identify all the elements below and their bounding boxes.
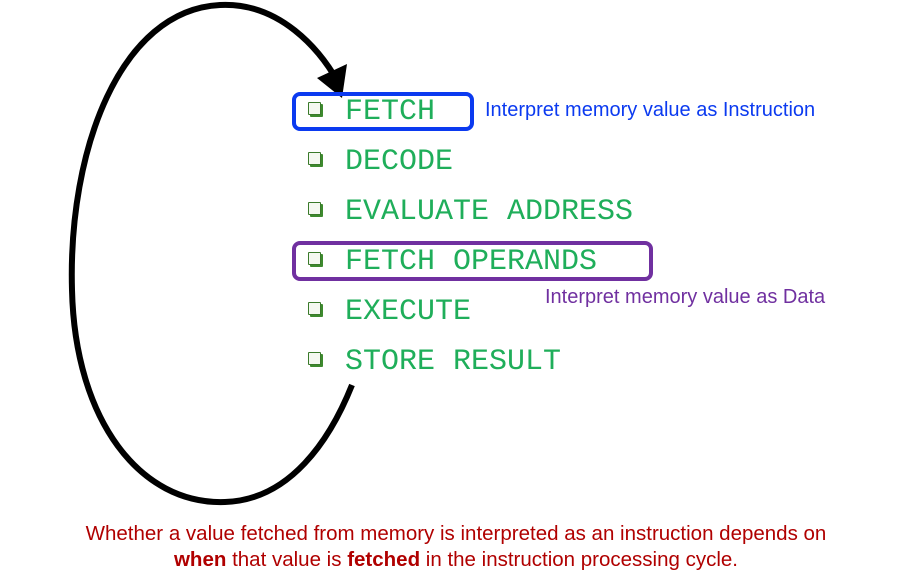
hollow-square-bullet-icon — [308, 201, 321, 215]
step-label: DECODE — [345, 145, 454, 179]
annotation-instruction: Interpret memory value as Instruction — [485, 99, 816, 121]
caption: Whether a value fetched from memory is i… — [0, 521, 912, 573]
hollow-square-bullet-icon — [308, 101, 321, 115]
caption-text: that value is — [226, 548, 348, 571]
step-fetch: FETCH — [308, 97, 435, 127]
caption-line-2: when that value is fetched in the instru… — [0, 547, 912, 573]
step-decode: DECODE — [308, 147, 453, 177]
step-fetch-operands: FETCH OPERANDS — [308, 247, 597, 277]
arrowhead-icon — [317, 64, 347, 98]
caption-text: in the instruction processing cycle. — [420, 548, 738, 571]
step-label: FETCH OPERANDS — [345, 245, 598, 279]
loop-arrow-curve — [68, 1, 355, 506]
step-label: EVALUATE ADDRESS — [345, 195, 634, 229]
step-evaluate-address: EVALUATE ADDRESS — [308, 197, 633, 227]
step-store-result: STORE RESULT — [308, 347, 561, 377]
step-label: STORE RESULT — [345, 345, 562, 379]
hollow-square-bullet-icon — [308, 151, 321, 165]
caption-line-1: Whether a value fetched from memory is i… — [85, 522, 827, 545]
hollow-square-bullet-icon — [308, 251, 321, 265]
step-execute: EXECUTE — [308, 297, 471, 327]
caption-emphasis-when: when — [173, 548, 227, 571]
caption-emphasis-fetched: fetched — [347, 548, 421, 571]
hollow-square-bullet-icon — [308, 301, 321, 315]
annotation-data: Interpret memory value as Data — [545, 286, 826, 308]
hollow-square-bullet-icon — [308, 351, 321, 365]
fetch-highlight-box — [292, 92, 474, 131]
fetch-operands-highlight-box — [292, 241, 653, 281]
step-label: EXECUTE — [345, 295, 472, 329]
step-label: FETCH — [345, 95, 436, 129]
